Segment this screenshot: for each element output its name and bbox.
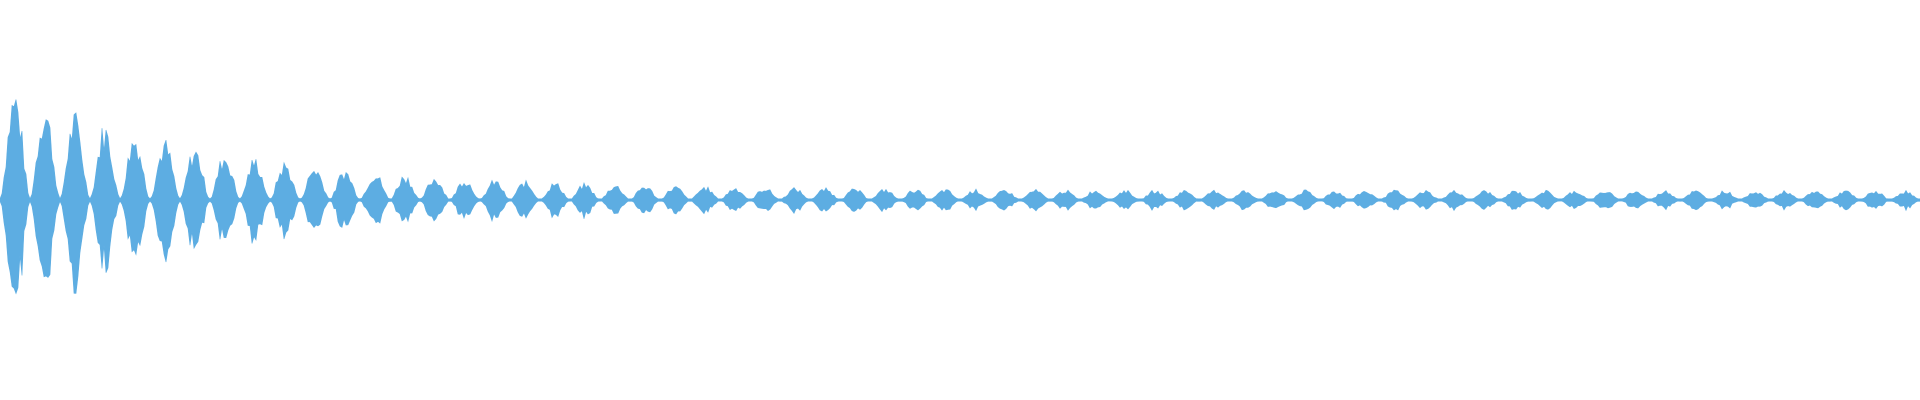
waveform-path [0,99,1920,295]
waveform-shape [0,99,1920,295]
